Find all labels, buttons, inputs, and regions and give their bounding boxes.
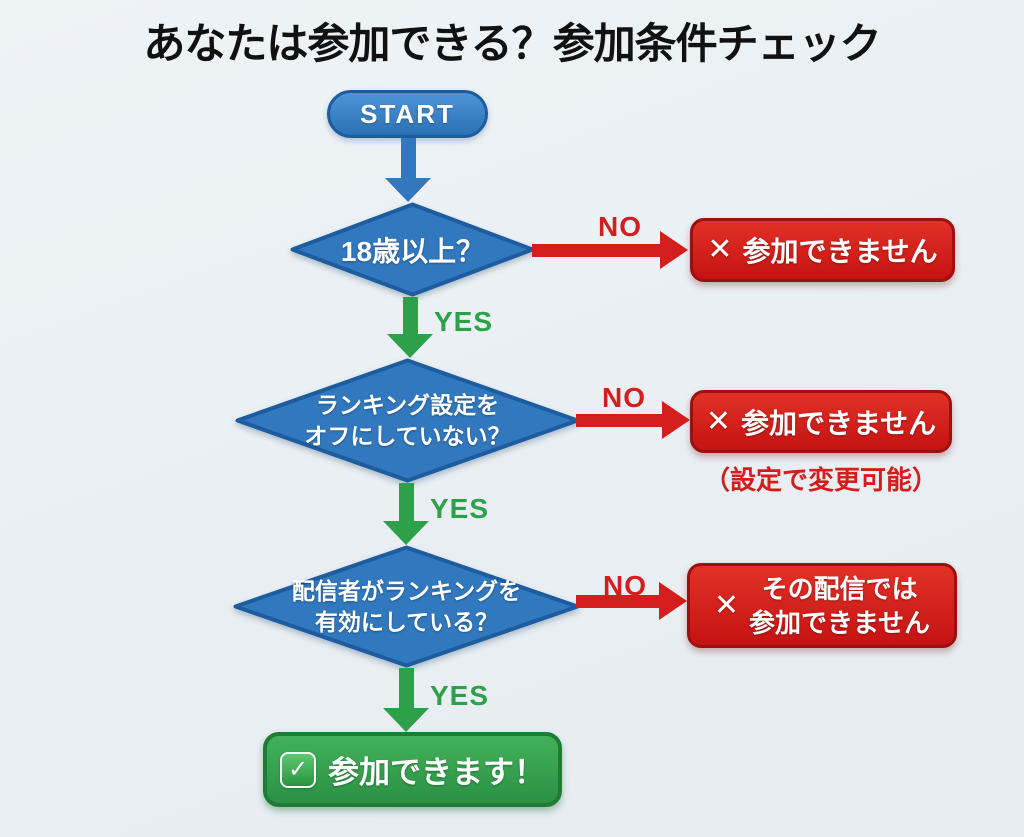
arrow-right-icon [576,401,690,439]
decision-streamer-ranking-question: 配信者がランキングを 有効にしている？ [233,545,580,668]
question-line: ランキング設定を [315,391,500,418]
decision-ranking-setting-question: ランキング設定を オフにしていない？ [235,358,580,483]
question-line: 配信者がランキングを [291,577,522,604]
arrow-shaft [532,243,660,257]
question-line: オフにしていない？ [304,422,511,449]
decision-streamer-ranking-diamond: 配信者がランキングを 有効にしている？ [233,545,580,668]
arrow-shaft [402,297,418,334]
x-icon: ✕ [707,233,733,266]
fail-box-age: ✕ 参加できません [690,218,955,282]
yes-branch-label: YES [430,680,490,711]
arrow-right-icon [576,582,687,620]
arrow-head [660,231,688,269]
arrow-head [387,334,433,358]
start-node: START [327,90,488,138]
fail-text: 参加できません [742,236,938,267]
fail-text-line: 参加できません [748,607,931,638]
fail-text-line: その配信では [761,573,918,604]
arrow-head [383,708,429,732]
decision-age-diamond: 18歳以上？ [290,202,535,297]
arrow-shaft [576,413,662,427]
diamond-shape-icon [290,202,535,297]
arrow-down-icon [383,483,429,545]
diamond-shape-icon [235,358,580,483]
question-line: 有効にしている？ [314,608,499,635]
arrow-shaft [398,668,414,708]
arrow-head [385,178,431,202]
yes-branch-label: YES [430,493,490,524]
fail-box-ranking-setting: ✕ 参加できません [690,390,952,453]
no-branch-label: NO [602,382,646,413]
arrow-down-icon [385,138,431,202]
fail-box-streamer-ranking: ✕ その配信では 参加できません [687,563,957,648]
arrow-shaft [398,483,414,521]
arrow-head [662,401,690,439]
arrow-down-icon [387,297,433,358]
page-title: あなたは参加できる？参加条件チェック [143,20,881,67]
arrow-head [383,521,429,545]
yes-branch-label: YES [434,306,494,337]
fail-text: その配信では 参加できません [749,572,930,640]
arrow-shaft [576,594,659,608]
no-branch-label: NO [598,211,642,242]
fail-text: 参加できません [740,407,937,439]
start-label: START [360,98,455,129]
success-label: 参加できます！ [328,755,545,790]
diamond-shape-icon [233,545,580,668]
decision-ranking-setting-diamond: ランキング設定を オフにしていない？ [235,358,580,483]
arrow-right-icon [532,231,688,269]
success-box: ✓ 参加できます！ [263,732,562,807]
decision-age-question: 18歳以上？ [290,202,535,297]
arrow-shaft [400,138,416,178]
x-icon: ✕ [705,404,731,438]
check-icon: ✓ [280,751,316,788]
arrow-down-icon [383,668,429,732]
question-line: 18歳以上？ [340,235,485,267]
arrow-head [659,582,687,620]
note-text: （設定で変更可能） [703,465,938,495]
x-icon: ✕ [713,588,739,622]
